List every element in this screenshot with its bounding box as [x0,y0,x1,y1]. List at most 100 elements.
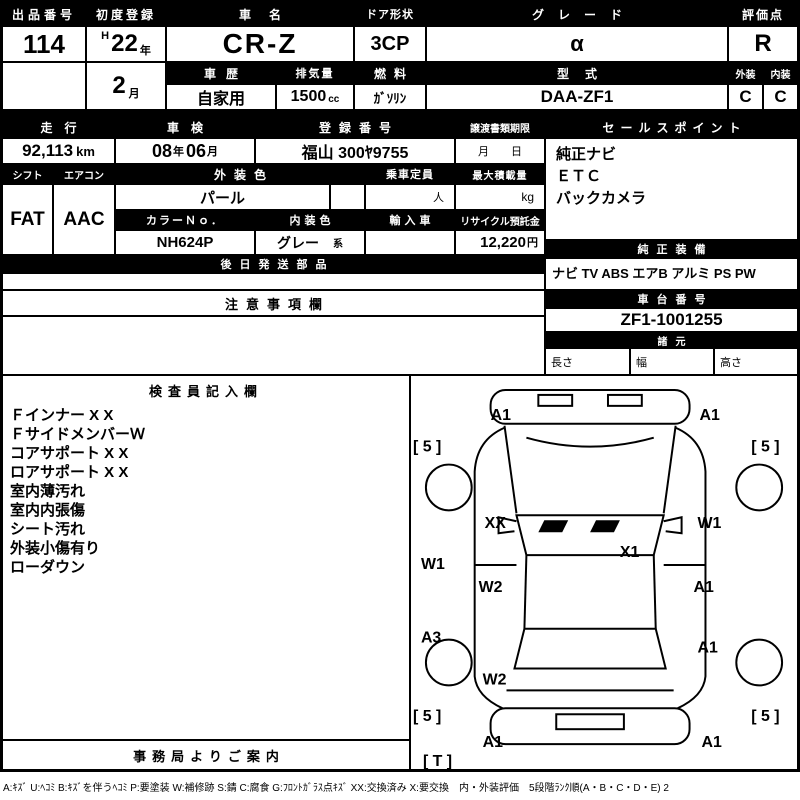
mileage-value: 92,113 km [2,138,115,164]
mileage-number: 92,113 [22,141,74,160]
auction-no-label: 出品番号 [2,2,86,26]
shift-value: FAT [2,184,53,255]
int-color-name: グレー [277,234,319,251]
sales-point-2: ＥＴＣ [556,168,602,185]
sales-points-box: 純正ナビ ＥＴＣ バックカメラ [545,138,798,240]
shift-label: シフト [2,164,53,184]
damage-code-15: A1 [483,734,503,751]
damage-code-10: A3 [421,630,441,647]
car-name-value: CR-Z [166,26,354,62]
sales-point-1: 純正ナビ [556,146,617,163]
later-parts-label: 後日発送部品 [2,255,545,273]
capacity-label: 乗車定員 [365,164,455,184]
ext-color-value: パール [115,184,330,210]
equipment-value: ナビ TV ABS エアB アルミ PS PW [545,258,798,290]
inspector-line-3: コアサポート X X [10,445,129,462]
displacement-number: 1500 [290,88,327,105]
damage-code-5: W1 [698,515,722,532]
sales-point-3: バックカメラ [556,190,647,207]
mileage-label: 走行 [2,116,115,138]
inspector-line-9: ローダウン [10,559,86,576]
damage-code-13: [ 5 ] [413,708,441,725]
score-label: 評価点 [728,2,798,26]
auction-no-empty-cell [2,62,86,110]
damage-code-1: A1 [700,407,720,424]
reg-no-label: 登録番号 [255,116,455,138]
damage-code-17: [ T ] [423,753,452,769]
interior-label: 内装 [763,62,798,84]
damage-code-8: W2 [479,579,503,596]
damage-code-6: X1 [620,544,640,561]
mileage-unit: km [76,143,95,159]
door-shape-label: ドア形状 [354,2,426,26]
section-divider [0,110,800,116]
transfer-deadline-label: 譲渡書類期限 [455,116,545,138]
first-reg-year: 22 [111,30,138,57]
first-reg-era: H [101,30,110,42]
int-color-label: 内装色 [255,210,365,230]
first-reg-label: 初度登録 [86,2,166,26]
int-color-unit: 系 [333,239,343,250]
recycle-label: リサイクル預託金 [455,210,545,230]
displacement-label: 排気量 [276,62,354,84]
damage-code-0: A1 [491,407,511,424]
color-no-value: NH624P [115,230,255,255]
inspector-box: 検査員記入欄 Ｆインナー X X ＦサイドメンバーＷ コアサポート X X ロア… [2,375,410,740]
recycle-amount: 12,220 [480,234,526,251]
later-parts-area [2,273,545,290]
car-name-label: 車名 [166,2,354,26]
damage-code-16: A1 [701,734,721,751]
recycle-value: 12,220 円 [455,230,545,255]
inspection-label: 車検 [115,116,255,138]
inspector-line-8: 外装小傷有り [10,540,101,557]
inspector-line-7: シート汚れ [10,521,86,538]
max-load-label: 最大積載量 [455,164,545,184]
damage-code-14: [ 5 ] [751,708,779,725]
damage-code-12: W2 [483,671,507,688]
damage-code-4: XX [485,515,507,532]
interior-score: C [763,84,798,110]
grade-value: α [426,26,728,62]
inspection-value: 08 年 06 月 [115,138,255,164]
first-reg-month: 2 [112,72,126,99]
notes-area [2,316,545,375]
inspector-line-5: 室内薄汚れ [10,483,86,500]
first-reg-month-unit: 月 [128,88,140,100]
damage-code-2: [ 5 ] [413,439,441,456]
ext-color-label: 外装色 [115,164,365,184]
office-title: 事務局よりご案内 [2,740,410,770]
color-no-label: カラーＮｏ． [115,210,255,230]
inspection-year-unit: 年 [173,146,184,158]
damage-code-3: [ 5 ] [751,439,779,456]
displacement-unit: cc [328,94,340,105]
grade-label: グレード [426,2,728,26]
reg-no-value: 福山 300ﾔ9755 [255,138,455,164]
import-value-cell [365,230,455,255]
capacity-value: 人 [365,184,455,210]
inspector-line-6: 室内内張傷 [10,502,86,519]
door-shape-value: 3CP [354,26,426,62]
inspector-title: 検査員記入欄 [148,384,263,399]
import-label: 輸入車 [365,210,455,230]
sales-point-label: セールスポイント [545,116,798,138]
inspection-month-unit: 月 [207,146,219,158]
spec-height-label: 高さ [714,348,798,375]
auction-no-value: 114 [2,26,86,62]
notes-label: 注意事項欄 [2,290,545,316]
int-color-value: グレー 系 [255,230,365,255]
inspection-month: 06 [186,140,207,161]
first-reg-month-cell: 2 月 [86,62,166,110]
model-label: 型式 [426,62,728,84]
damage-code-11: A1 [698,640,718,657]
legend: A:ｷｽﾞ U:ﾍｺﾐ B:ｷｽﾞを伴うﾍｺﾐ P:要塗装 W:補修跡 S:錆 … [3,783,669,794]
displacement-value: 1500 cc [276,84,354,110]
first-reg-year-cell: H 22 年 [86,26,166,62]
equipment-label: 純正装備 [545,240,798,258]
spec-width-label: 幅 [630,348,714,375]
damage-code-9: A1 [694,579,714,596]
exterior-score: C [728,84,763,110]
history-label: 車歴 [166,62,276,84]
